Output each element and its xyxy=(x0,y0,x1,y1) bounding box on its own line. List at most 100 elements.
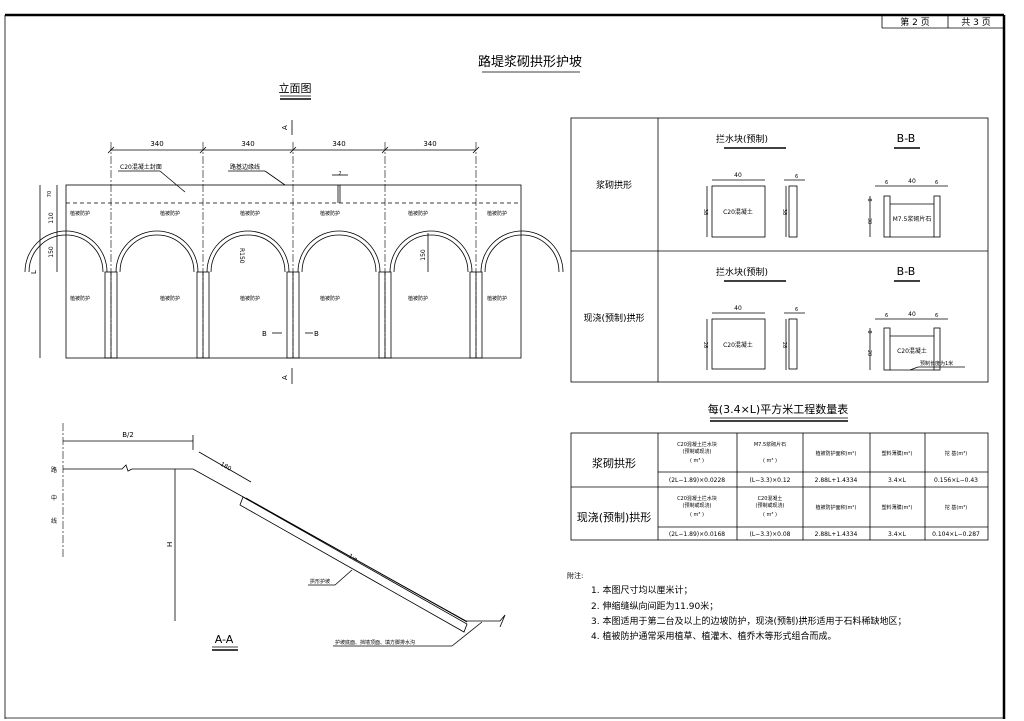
note-3: 3. 本图适用于第二台及以上的边坡防护，现浇(预制)拱形适用于石料稀缺地区； xyxy=(591,615,906,627)
side-width: 6 xyxy=(795,307,798,313)
block-title: 拦水块(预制) xyxy=(716,266,768,278)
dim-70: 70 xyxy=(47,191,53,197)
arch-outer xyxy=(24,230,108,273)
block-side xyxy=(788,318,798,370)
dim-tick xyxy=(381,146,389,154)
arch-outer xyxy=(480,230,564,273)
arch-outer xyxy=(297,230,381,273)
dim-tick xyxy=(472,146,480,154)
dim-150: 150 xyxy=(48,246,55,258)
note-2: 2. 伸缩缝纵向间距为11.90米； xyxy=(591,600,718,612)
half-width-dim: B/2 xyxy=(122,431,134,439)
vegetation-label: 植被防护 xyxy=(240,210,260,217)
arch-height: 150 xyxy=(420,249,427,261)
label-c20-seal: C20混凝土封面 xyxy=(120,163,162,171)
block-width: 40 xyxy=(734,305,742,312)
bb-top-dim: 8 xyxy=(866,330,872,333)
column-header: 植被防护面积(m²) xyxy=(816,504,857,511)
section-b-left: B xyxy=(262,330,267,338)
arch-inner xyxy=(119,234,195,273)
dim-L: L xyxy=(30,270,38,274)
arch-inner xyxy=(393,234,469,273)
vegetation-label: 植被防护 xyxy=(487,295,507,302)
arch-inner xyxy=(301,234,377,273)
bb-material: M7.5浆砌片石 xyxy=(893,215,932,223)
bb-right-wall xyxy=(933,195,941,238)
bb-height: 30 xyxy=(866,218,872,224)
column-header-sub: (预制或现浇) xyxy=(683,502,712,509)
side-width: 6 xyxy=(795,174,798,180)
row-name: 现浇(预制)拱形 xyxy=(583,312,644,324)
vegetation-label: 植被防护 xyxy=(70,210,90,217)
column-header: C20混凝土拦水块 xyxy=(677,441,717,448)
table-cell: 2.88L+1.4334 xyxy=(815,477,858,484)
centerline-char-2: 中 xyxy=(51,494,57,502)
column-unit: ( m³ ) xyxy=(763,512,777,518)
column-header-sub: (预制或现浇) xyxy=(683,448,712,455)
table-cell: 3.4×L xyxy=(888,477,907,484)
notes-heading: 附注: xyxy=(567,571,583,580)
block-material: C20混凝土 xyxy=(723,208,753,216)
block-side xyxy=(788,185,798,238)
note-1: 1. 本图尺寸均以厘米计； xyxy=(591,584,692,596)
column-header: 塑料薄膜(m²) xyxy=(882,450,913,457)
leader xyxy=(909,366,919,371)
arch-radius: R150 xyxy=(238,248,245,264)
dim-340-4: 340 xyxy=(423,140,436,148)
bb-width: 40 xyxy=(908,311,916,318)
block-width: 40 xyxy=(734,172,742,179)
vegetation-label: 植被防护 xyxy=(320,210,340,217)
block-front xyxy=(711,185,766,238)
bb-side: 6 xyxy=(885,180,888,186)
section-a-bottom: A xyxy=(281,375,289,380)
bb-left-wall xyxy=(883,195,891,238)
block-material: C20混凝土 xyxy=(723,341,753,349)
arch-outer xyxy=(115,230,199,273)
bb-material: C20混凝土 xyxy=(897,347,927,355)
vegetation-label: 植被防护 xyxy=(487,210,507,217)
block-title: 拦水块(预制) xyxy=(716,133,768,145)
vegetation-label: 植被防护 xyxy=(70,295,90,302)
centerline-char-1: 路 xyxy=(51,466,57,474)
block-height: 28 xyxy=(702,342,708,348)
column-header: 挖 基(m³) xyxy=(945,450,967,457)
page-number: 第 2 页 xyxy=(900,16,929,28)
table-cell: 0.104×L−0.287 xyxy=(932,531,980,538)
bb-title: B-B xyxy=(897,265,916,278)
block-height: 38 xyxy=(702,209,708,215)
column-header: C20混凝土拦水块 xyxy=(677,495,717,502)
vegetation-label: 植被防护 xyxy=(408,210,428,217)
side-height: 28 xyxy=(781,342,787,348)
table-cell: 0.156×L−0.43 xyxy=(934,477,978,484)
arch-inner xyxy=(28,234,104,273)
precast-note: 预制长度为1米 xyxy=(920,360,953,367)
column-header: 塑料薄膜(m²) xyxy=(882,504,913,511)
vegetation-label: 植被防护 xyxy=(160,210,180,217)
dim-180: 180 xyxy=(219,461,233,473)
notes: 附注: 1. 本图尺寸均以厘米计； 2. 伸缩缝纵向间距为11.90米； 3. … xyxy=(567,571,906,642)
column-header: 挖 基(m³) xyxy=(945,504,967,511)
block-front xyxy=(711,318,766,370)
arch-inner xyxy=(484,234,560,273)
vegetation-label: 植被防护 xyxy=(320,295,340,302)
table-cell: (L−3.3)×0.08 xyxy=(750,531,791,538)
table-cell: 2.88L+1.4334 xyxy=(815,531,858,538)
arch-outer xyxy=(389,230,473,273)
column-header: C20混凝土 xyxy=(758,495,783,502)
section-a-top: A xyxy=(281,125,289,130)
elevation-title: 立面图 xyxy=(279,81,312,95)
bb-title: B-B xyxy=(897,132,916,145)
bb-right-wall xyxy=(933,327,941,371)
bottom-label: 护坡底面、挡墙顶面、填方脚排水沟 xyxy=(335,639,415,646)
column-header: 植被防护面积(m²) xyxy=(816,450,857,457)
gap-dim: 2 xyxy=(338,171,341,177)
row-name: 现浇(预制)拱形 xyxy=(577,510,652,524)
note-4: 4. 植被防护通常采用植草、植灌木、植乔木等形式组合而成。 xyxy=(591,630,836,642)
dim-110: 110 xyxy=(48,212,55,224)
table-cell: (2L−1.89)×0.0228 xyxy=(669,477,725,484)
page-total: 共 3 页 xyxy=(961,17,990,28)
slope-ratio: 1:n xyxy=(347,553,359,564)
table-cell: 3.4×L xyxy=(888,531,907,538)
vegetation-label: 植被防护 xyxy=(160,295,180,302)
